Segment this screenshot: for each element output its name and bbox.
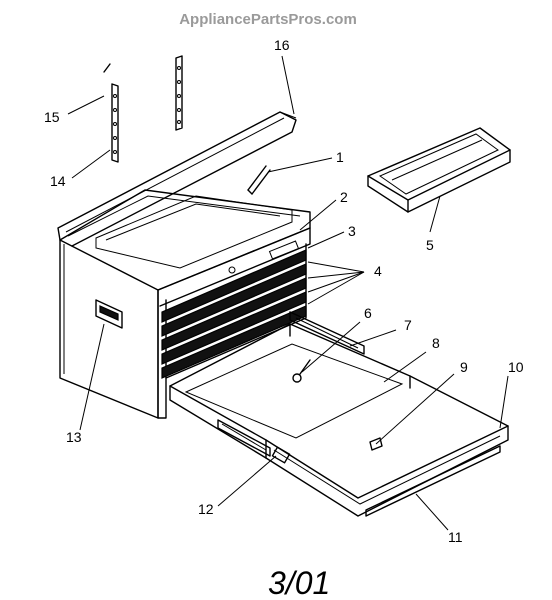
callout-10: 10 bbox=[508, 359, 524, 375]
callout-3: 3 bbox=[348, 223, 356, 239]
callout-12: 12 bbox=[198, 501, 214, 517]
drawer-stack bbox=[161, 249, 307, 379]
hinge-pin bbox=[103, 63, 111, 73]
body-right-edge bbox=[165, 243, 307, 379]
watermark-text: AppliancePartsPros.com bbox=[179, 11, 357, 28]
drawer-slides bbox=[217, 311, 501, 517]
hinge-strip-left bbox=[111, 83, 119, 163]
callout-5: 5 bbox=[426, 237, 434, 253]
leader-lines bbox=[67, 55, 509, 531]
drawer-clip bbox=[369, 437, 383, 451]
callout-16: 16 bbox=[274, 37, 290, 53]
date-code: 3/01 bbox=[268, 565, 330, 600]
side-handle bbox=[95, 299, 123, 329]
callout-11: 11 bbox=[448, 529, 463, 545]
callout-6: 6 bbox=[364, 305, 372, 321]
callout-1: 1 bbox=[336, 149, 344, 165]
callout-15: 15 bbox=[44, 109, 60, 125]
callout-4: 4 bbox=[374, 263, 382, 279]
lid-support bbox=[247, 165, 271, 195]
callout-9: 9 bbox=[460, 359, 468, 375]
callout-7: 7 bbox=[404, 317, 412, 333]
tool-tray bbox=[367, 127, 511, 213]
callout-2: 2 bbox=[340, 189, 348, 205]
hinge-strip-right bbox=[175, 55, 183, 131]
key bbox=[292, 359, 311, 383]
lid bbox=[57, 111, 297, 247]
callout-8: 8 bbox=[432, 335, 440, 351]
lock-hole bbox=[228, 266, 236, 274]
callout-13: 13 bbox=[66, 429, 82, 445]
callouts: 16 1 2 3 4 5 6 7 8 9 10 11 12 13 14 15 bbox=[44, 37, 524, 545]
nameplate bbox=[268, 240, 300, 260]
tool-chest-body bbox=[59, 189, 311, 419]
callout-14: 14 bbox=[50, 173, 66, 189]
